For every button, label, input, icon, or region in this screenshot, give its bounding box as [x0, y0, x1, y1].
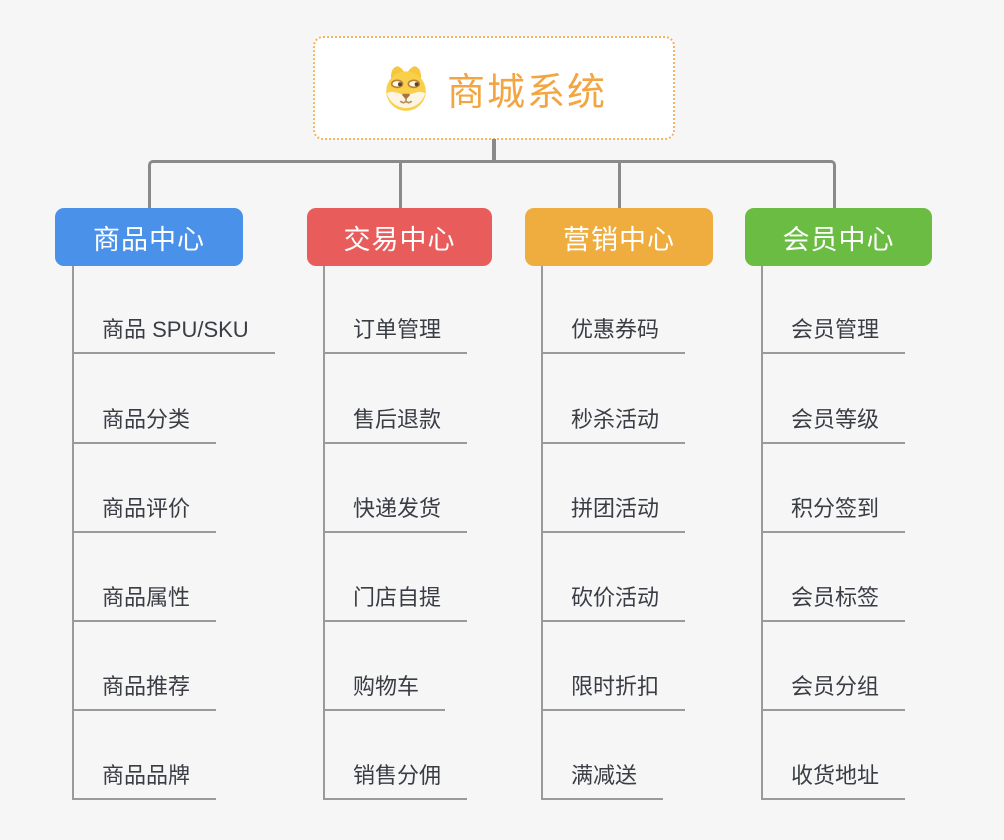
- branch-node-marketing-center[interactable]: 营销中心: [525, 208, 713, 266]
- subtopic-node[interactable]: 拼团活动: [541, 495, 686, 533]
- root-connector-stub: [492, 139, 496, 162]
- subtopic-node[interactable]: 收货地址: [761, 762, 906, 800]
- dog-face-icon: [386, 66, 426, 111]
- trunk-line-trade: [323, 266, 325, 800]
- subtopic-node[interactable]: 会员标签: [761, 584, 906, 622]
- root-title: 商城系统: [446, 71, 607, 114]
- branch-connector-frame: [148, 160, 836, 208]
- trunk-line-member: [761, 266, 763, 800]
- subtopic-node[interactable]: 销售分佣: [323, 762, 468, 800]
- subtopic-node[interactable]: 限时折扣: [541, 673, 686, 711]
- branch-connector-drop-3: [618, 160, 621, 208]
- subtopic-node[interactable]: 商品品牌: [72, 762, 217, 800]
- subtopic-node[interactable]: 满减送: [541, 762, 664, 800]
- subtopic-node[interactable]: 积分签到: [761, 495, 906, 533]
- subtopic-node[interactable]: 会员分组: [761, 673, 906, 711]
- trunk-line-product: [72, 266, 74, 800]
- subtopic-node[interactable]: 会员管理: [761, 316, 906, 354]
- subtopic-node[interactable]: 订单管理: [323, 316, 468, 354]
- subtopic-node[interactable]: 砍价活动: [541, 584, 686, 622]
- subtopic-node[interactable]: 商品 SPU/SKU: [72, 316, 275, 354]
- subtopic-node[interactable]: 会员等级: [761, 406, 906, 444]
- subtopic-node[interactable]: 门店自提: [323, 584, 468, 622]
- subtopic-node[interactable]: 秒杀活动: [541, 406, 686, 444]
- subtopic-node[interactable]: 商品评价: [72, 495, 217, 533]
- subtopic-node[interactable]: 快递发货: [323, 495, 468, 533]
- root-node[interactable]: 商城系统: [313, 36, 675, 140]
- branch-node-product-center[interactable]: 商品中心: [55, 208, 243, 266]
- subtopic-node[interactable]: 商品分类: [72, 406, 217, 444]
- branch-node-trade-center[interactable]: 交易中心: [307, 208, 492, 266]
- subtopic-node[interactable]: 商品推荐: [72, 673, 217, 711]
- subtopic-node[interactable]: 优惠券码: [541, 316, 686, 354]
- branch-connector-drop-2: [399, 160, 402, 208]
- trunk-line-marketing: [541, 266, 543, 800]
- branch-node-member-center[interactable]: 会员中心: [745, 208, 932, 266]
- subtopic-node[interactable]: 商品属性: [72, 584, 217, 622]
- subtopic-node[interactable]: 售后退款: [323, 406, 468, 444]
- subtopic-node[interactable]: 购物车: [323, 673, 446, 711]
